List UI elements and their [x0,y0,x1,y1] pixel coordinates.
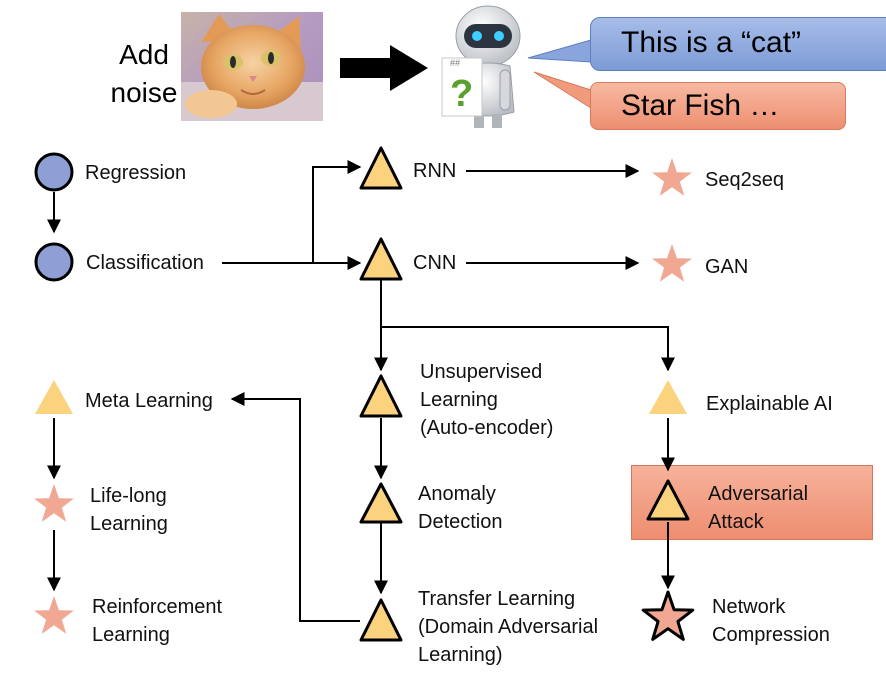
label-reinforcement: Reinforcement Learning [92,596,223,646]
connectors [47,160,675,622]
explainable-triangle-icon [649,380,687,414]
label-lifelong: Life-long Learning [90,485,168,535]
label-regression: Regression [85,162,187,184]
big-right-arrow [340,45,428,91]
label-explainable: Explainable AI [706,393,833,415]
label-cnn: CNN [413,252,457,274]
lifelong-star-icon [34,484,74,522]
cat-photo [181,12,323,121]
classification-circle-icon [34,242,74,282]
arrow-classification-rnn [312,160,362,263]
arrow-cnn-explainable [381,326,675,372]
unsupervised-triangle-icon [359,374,403,418]
seq2seq-star-icon [652,158,692,196]
adversarial-triangle-icon [646,479,690,521]
gan-star-icon [652,244,692,282]
add-noise-label: Add noise [110,39,178,108]
label-gan: GAN [705,256,749,278]
reinforcement-star-icon [34,596,74,634]
rnn-triangle-icon [359,146,403,190]
cnn-triangle-icon [359,237,403,281]
anomaly-triangle-icon [359,482,403,524]
label-rnn: RNN [413,160,457,182]
adversarial-highlight-box [631,465,873,540]
label-meta: Meta Learning [85,390,213,412]
svg-text:##: ## [450,58,460,68]
label-adversarial: Adversarial Attack [708,483,809,533]
label-compression: Network Compression [712,596,830,646]
robot-icon: ## ? [441,5,521,128]
label-anomaly: Anomaly Detection [418,483,503,533]
regression-circle-icon [34,152,74,192]
label-seq2seq: Seq2seq [705,169,784,191]
transfer-triangle-icon [359,598,403,642]
meta-triangle-icon [35,380,73,414]
speech-bubble-starfish: Star Fish … [590,82,846,130]
speech-bubble-cat: This is a “cat” [590,17,886,71]
label-classification: Classification [86,252,204,274]
compression-star-icon [641,590,695,641]
arrow-transfer-meta [230,392,360,622]
robot-question-mark: ? [450,73,473,115]
label-unsupervised: Unsupervised Learning (Auto-encoder) [420,361,554,439]
stars [34,158,692,634]
label-transfer: Transfer Learning (Domain Adversarial Le… [418,588,599,666]
